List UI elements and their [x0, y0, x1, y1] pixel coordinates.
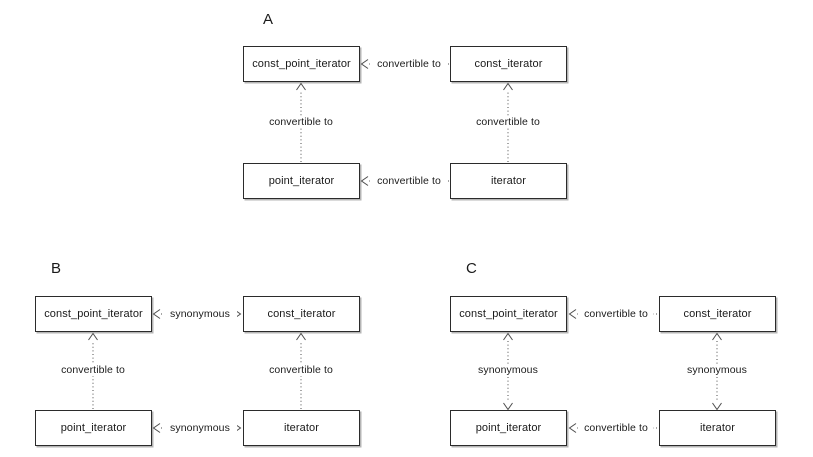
panel-c-node-iterator[interactable]: iterator — [659, 410, 776, 446]
panel-b-node-iterator[interactable]: iterator — [243, 410, 360, 446]
panel-c-right-vertical-arrowhead-top — [712, 332, 722, 341]
node-label: const_point_iterator — [252, 58, 351, 70]
node-label: point_iterator — [475, 422, 542, 434]
panel-a-right-vertical-arrowhead — [503, 82, 513, 91]
panel-b-bottom-horizontal-arrowhead-left — [152, 423, 161, 433]
node-label: const_point_iterator — [44, 308, 143, 320]
panel-a-left-vertical-arrowhead — [296, 82, 306, 91]
panel-b-bottom-horizontal-label: synonymous — [163, 422, 237, 434]
panel-c-top-horizontal-arrowhead — [568, 309, 577, 319]
panel-a-node-iterator[interactable]: iterator — [450, 163, 567, 199]
panel-b-node-point-iterator[interactable]: point_iterator — [35, 410, 152, 446]
node-label: iterator — [283, 422, 320, 434]
panel-c-node-point-iterator[interactable]: point_iterator — [450, 410, 567, 446]
panel-c-node-const-point-iterator[interactable]: const_point_iterator — [450, 296, 567, 332]
panel-c-right-vertical-arrowhead-bottom — [712, 402, 722, 411]
panel-c-node-const-iterator[interactable]: const_iterator — [659, 296, 776, 332]
panel-a-node-point-iterator[interactable]: point_iterator — [243, 163, 360, 199]
panel-b-top-horizontal-arrowhead-left — [152, 309, 161, 319]
panel-label-c: C — [466, 260, 478, 277]
panel-a-node-const-point-iterator[interactable]: const_point_iterator — [243, 46, 360, 82]
panel-c-bottom-horizontal-arrowhead — [568, 423, 577, 433]
panel-a-top-horizontal-label: convertible to — [372, 58, 446, 70]
panel-c-top-horizontal-label: convertible to — [579, 308, 653, 320]
node-label: const_iterator — [683, 308, 752, 320]
panel-b-node-const-point-iterator[interactable]: const_point_iterator — [35, 296, 152, 332]
panel-label-a: A — [263, 11, 274, 28]
node-label: const_iterator — [267, 308, 336, 320]
panel-c-left-vertical-arrowhead-bottom — [503, 402, 513, 411]
panel-b-right-vertical-arrowhead — [296, 332, 306, 341]
panel-c-left-vertical-label: synonymous — [461, 364, 555, 376]
node-label: point_iterator — [268, 175, 335, 187]
panel-b-left-vertical-arrowhead — [88, 332, 98, 341]
panel-c-left-vertical-arrowhead-top — [503, 332, 513, 341]
panel-a-left-vertical-label: convertible to — [254, 116, 348, 128]
panel-c-right-vertical-label: synonymous — [670, 364, 764, 376]
node-label: point_iterator — [60, 422, 127, 434]
panel-c-bottom-horizontal-label: convertible to — [579, 422, 653, 434]
node-label: iterator — [490, 175, 527, 187]
panel-label-b: B — [51, 260, 62, 277]
panel-b-right-vertical-label: convertible to — [254, 364, 348, 376]
panel-b-node-const-iterator[interactable]: const_iterator — [243, 296, 360, 332]
node-label: const_iterator — [474, 58, 543, 70]
panel-a-right-vertical-label: convertible to — [461, 116, 555, 128]
panel-a-node-const-iterator[interactable]: const_iterator — [450, 46, 567, 82]
node-label: const_point_iterator — [459, 308, 558, 320]
panel-b-top-horizontal-label: synonymous — [163, 308, 237, 320]
panel-a-bottom-horizontal-label: convertible to — [372, 175, 446, 187]
panel-b-left-vertical-label: convertible to — [46, 364, 140, 376]
panel-a-top-horizontal-arrowhead — [360, 59, 369, 69]
node-label: iterator — [699, 422, 736, 434]
panel-a-bottom-horizontal-arrowhead — [360, 176, 369, 186]
